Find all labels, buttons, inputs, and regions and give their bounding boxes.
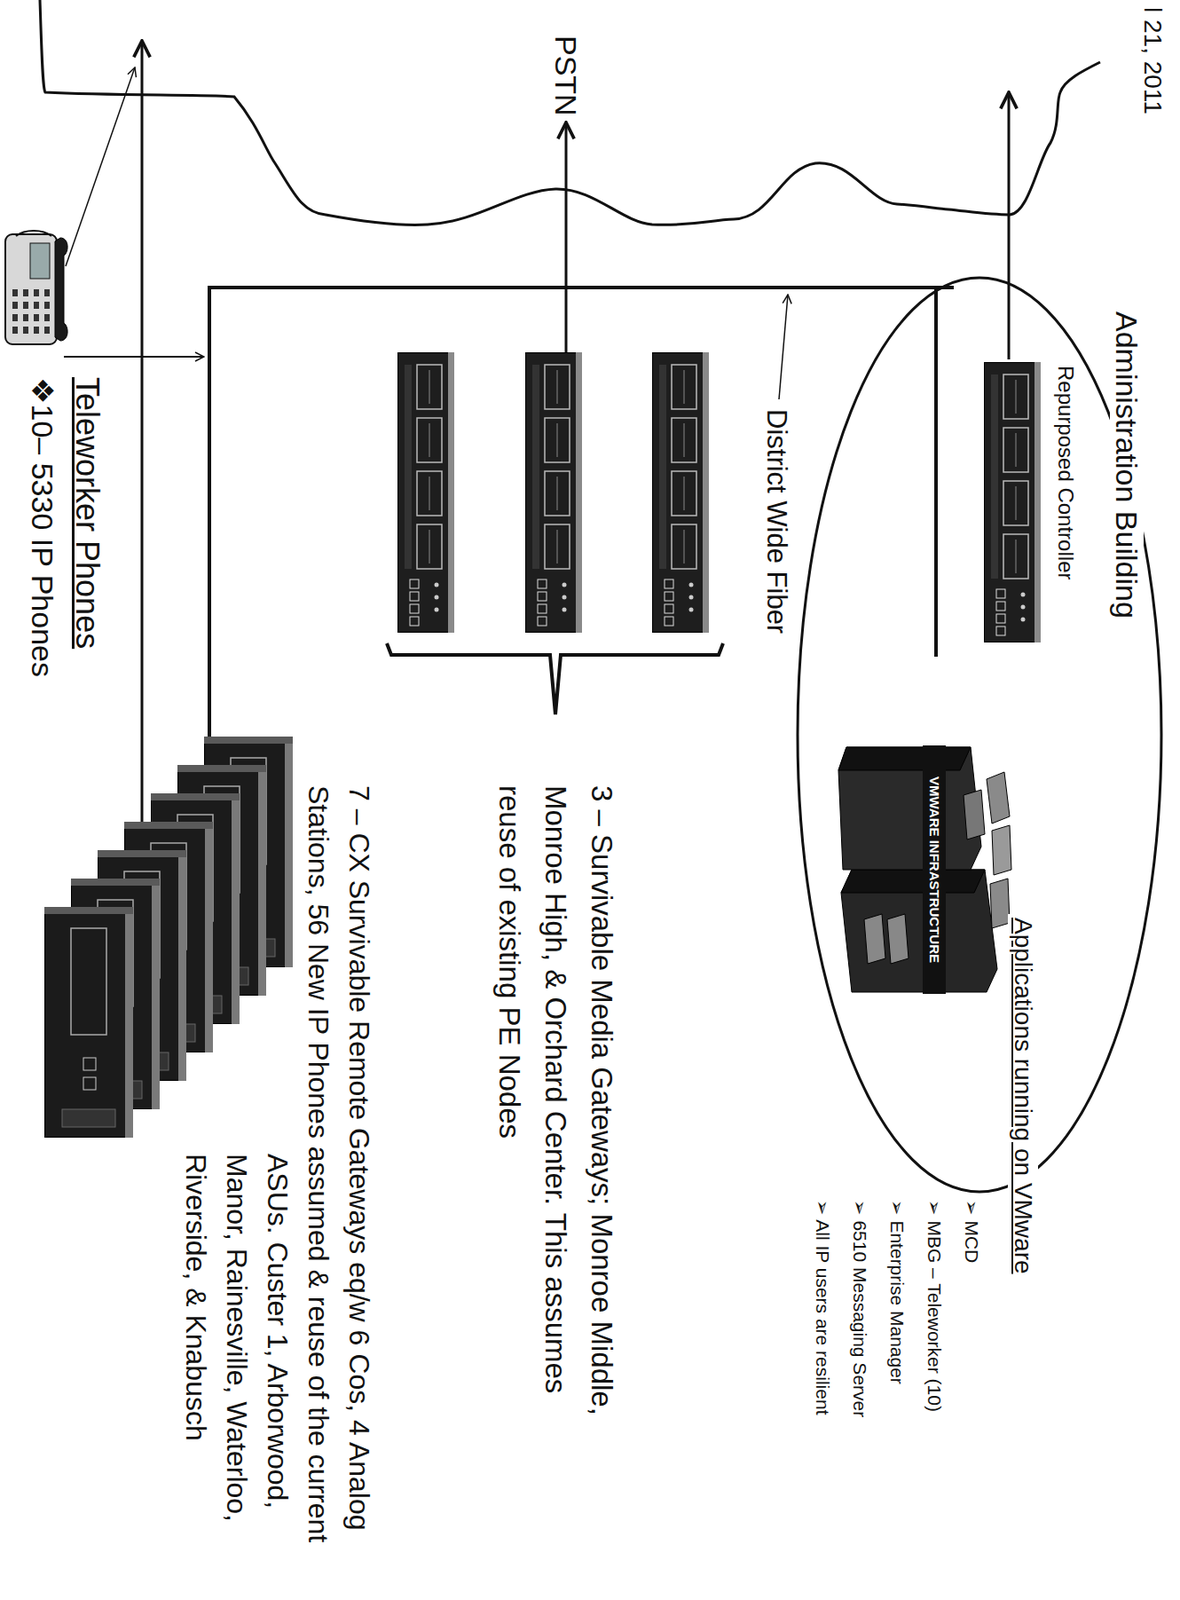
- wrap-spacer: [0, 785, 299, 1154]
- media-gateway: [397, 352, 455, 633]
- device-graphic: [983, 361, 1041, 643]
- server-part: [887, 913, 909, 964]
- gateway-note: 3 – Survivable Media Gateways; Monroe Mi…: [493, 785, 619, 1416]
- fiber-line: [209, 287, 954, 737]
- server-part: [864, 913, 886, 964]
- server-part: [838, 747, 971, 771]
- bullet-item: ➢ Enterprise Manager: [887, 1199, 908, 1385]
- admin-ellipse: Applications running on VMwareRepurposed…: [795, 275, 1164, 1194]
- drawing-part: [44, 326, 50, 334]
- controller-box: Repurposed Controller: [983, 361, 1078, 643]
- bullet-item: ➢ All IP users are resilient: [812, 1199, 834, 1415]
- date-text-slot: l 21, 2011: [1137, 7, 1168, 115]
- drawing-part: [33, 289, 40, 297]
- ellipse-border: [797, 277, 1162, 1192]
- server-part: [841, 869, 985, 893]
- building-title: Administration Building: [1109, 306, 1144, 624]
- drawing-part: [55, 237, 68, 341]
- drawing-part: [44, 301, 50, 309]
- text-slot: VMWARE INFRASTRUCTURE: [922, 745, 946, 994]
- vmware-server: VMWARE INFRASTRUCTURE: [838, 736, 1012, 1003]
- pstn-arrow: [565, 122, 568, 353]
- node-heading: Repurposed Controller: [1052, 361, 1078, 583]
- bullet-item-slot: ➢ All IP users are resilient: [811, 1199, 834, 1415]
- building-title-slot: Administration Building: [1108, 306, 1145, 624]
- drawing-part: [23, 301, 29, 309]
- ellipse-outline: [795, 275, 1164, 1194]
- drawing-part: [15, 230, 52, 236]
- media-gateway: [525, 352, 583, 633]
- drawing-part: [12, 326, 18, 334]
- drawing-part: [44, 314, 50, 322]
- media-gateway: [652, 352, 709, 633]
- drawing-part: [23, 326, 29, 334]
- node-heading: VMWARE INFRASTRUCTURE: [922, 745, 946, 994]
- controller-device: [983, 361, 1041, 643]
- drawing-part: [23, 289, 29, 297]
- drawing-part: [23, 314, 29, 322]
- server-part: [963, 789, 985, 840]
- brace: [386, 643, 724, 715]
- pstn-arrow: [1007, 92, 1011, 360]
- server-part: [990, 878, 1010, 929]
- drawing-part: [33, 314, 40, 322]
- text-slot: Repurposed Controller: [1052, 361, 1078, 583]
- drawing-part: [33, 301, 40, 309]
- teleworker-heading-slot: Teleworker Phones: [68, 377, 107, 649]
- phone-leader: [65, 67, 135, 267]
- fiber-leader: [778, 294, 788, 400]
- gateway-note-slot: 3 – Survivable Media Gateways; Monroe Mi…: [486, 785, 625, 1469]
- bullet-item: ➢ MBG – Teleworker (10): [924, 1199, 945, 1412]
- boundary-curve: [39, 0, 1101, 225]
- bullet-item: ➢ 6510 Messaging Server: [849, 1199, 871, 1417]
- network-name-slot: PSTN: [547, 35, 584, 117]
- drawing-part: [33, 326, 40, 334]
- bullet-item-slot: ➢ Enterprise Manager: [886, 1199, 909, 1385]
- cx-gateway-note-slot: 7 – CX Survivable Remote Gateways eq/w 6…: [0, 785, 380, 1584]
- teleworker-arrow: [63, 355, 205, 358]
- date-text: l 21, 2011: [1139, 7, 1167, 115]
- bullet-item-slot: ➢ 6510 Messaging Server: [849, 1199, 872, 1417]
- drawing-part: [30, 243, 50, 279]
- fiber-spur: [934, 287, 938, 657]
- text-slot: Applications running on VMware: [1007, 913, 1039, 1278]
- cx-gateway-note: 7 – CX Survivable Remote Gateways eq/w 6…: [180, 785, 376, 1542]
- drawing-part: [12, 289, 18, 297]
- fiber-label: District Wide Fiber: [761, 403, 793, 639]
- ip-phone: [5, 230, 68, 345]
- network-name: PSTN: [549, 35, 583, 117]
- teleworker-heading: Teleworker Phones: [69, 377, 106, 649]
- server-part: [986, 771, 1010, 824]
- drawing-part: [12, 301, 18, 309]
- phone-count: ❖10– 5330 IP Phones: [25, 377, 60, 677]
- server-part: [841, 869, 998, 992]
- node-heading: Applications running on VMware: [1007, 913, 1039, 1278]
- cx-gateway: [44, 906, 134, 1138]
- pstn-arrow: [141, 40, 144, 822]
- fiber-label-slot: District Wide Fiber: [760, 403, 794, 639]
- drawing-part: [5, 234, 57, 345]
- server-part: [991, 825, 1012, 875]
- drawing-part: [44, 289, 50, 297]
- bullet-item-slot: ➢ MBG – Teleworker (10): [923, 1199, 946, 1412]
- phone-count-slot: ❖10– 5330 IP Phones: [23, 377, 61, 677]
- bullet-item-slot: ➢ MCD: [960, 1199, 984, 1263]
- bullet-item: ➢ MCD: [961, 1199, 983, 1263]
- drawing-part: [12, 314, 18, 322]
- drawing-part: [12, 289, 50, 334]
- server-part: [838, 747, 982, 870]
